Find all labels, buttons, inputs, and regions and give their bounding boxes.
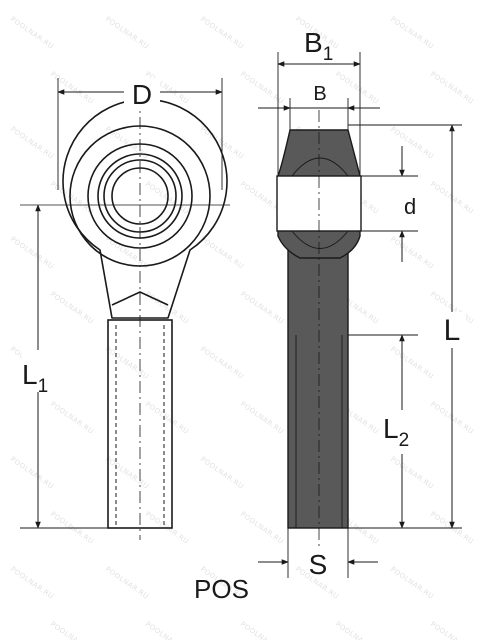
watermark-text: POOLNAR.RU (49, 290, 95, 326)
watermark-text: POOLNAR.RU (104, 455, 150, 491)
watermark-text: POOLNAR.RU (9, 455, 55, 491)
front-view (20, 78, 230, 540)
label-S: S (309, 549, 328, 580)
watermark-text: POOLNAR.RU (9, 235, 55, 271)
label-L1: L1 (22, 359, 48, 397)
watermark-text: POOLNAR.RU (389, 455, 435, 491)
watermark-text: POOLNAR.RU (389, 235, 435, 271)
watermark-text: POOLNAR.RU (389, 345, 435, 381)
watermark-text: POOLNAR.RU (9, 15, 55, 51)
watermark-text: POOLNAR.RU (104, 345, 150, 381)
watermark-text: POOLNAR.RU (199, 455, 245, 491)
watermark-text: POOLNAR.RU (389, 565, 435, 601)
neck-triangle (111, 291, 169, 306)
watermark-text: POOLNAR.RU (49, 70, 95, 106)
watermark-text: POOLNAR.RU (239, 290, 285, 326)
caption-POS: POS (194, 574, 249, 604)
label-L: L (444, 314, 461, 347)
watermark-text: POOLNAR.RU (144, 400, 190, 436)
side-shank (287, 244, 349, 529)
watermark-text: POOLNAR.RU (239, 400, 285, 436)
watermark-text: POOLNAR.RU (239, 510, 285, 546)
label-L2: L2 (383, 413, 409, 451)
watermark-text: POOLNAR.RU (144, 180, 190, 216)
watermark-text: POOLNAR.RU (334, 70, 380, 106)
watermark-text: POOLNAR.RU (49, 400, 95, 436)
watermark-text: POOLNAR.RU (144, 620, 190, 640)
watermark-text: POOLNAR.RU (199, 235, 245, 271)
watermark-text: POOLNAR.RU (199, 15, 245, 51)
label-B: B (313, 83, 326, 105)
watermark-text: POOLNAR.RU (199, 345, 245, 381)
watermark-text: POOLNAR.RU (334, 620, 380, 640)
watermark-text: POOLNAR.RU (9, 565, 55, 601)
watermark-text: POOLNAR.RU (104, 565, 150, 601)
watermark-text: POOLNAR.RU (239, 620, 285, 640)
watermark-text: POOLNAR.RU (104, 15, 150, 51)
watermark-text: POOLNAR.RU (389, 15, 435, 51)
watermark-text: POOLNAR.RU (9, 125, 55, 161)
side-view (276, 110, 362, 548)
watermark-text: POOLNAR.RU (389, 125, 435, 161)
watermark-text: POOLNAR.RU (49, 620, 95, 640)
watermark-text: POOLNAR.RU (429, 70, 475, 106)
label-d: d (404, 194, 416, 219)
label-B1: B1 (304, 27, 333, 65)
watermark-text: POOLNAR.RU (429, 620, 475, 640)
label-D: D (132, 79, 152, 110)
